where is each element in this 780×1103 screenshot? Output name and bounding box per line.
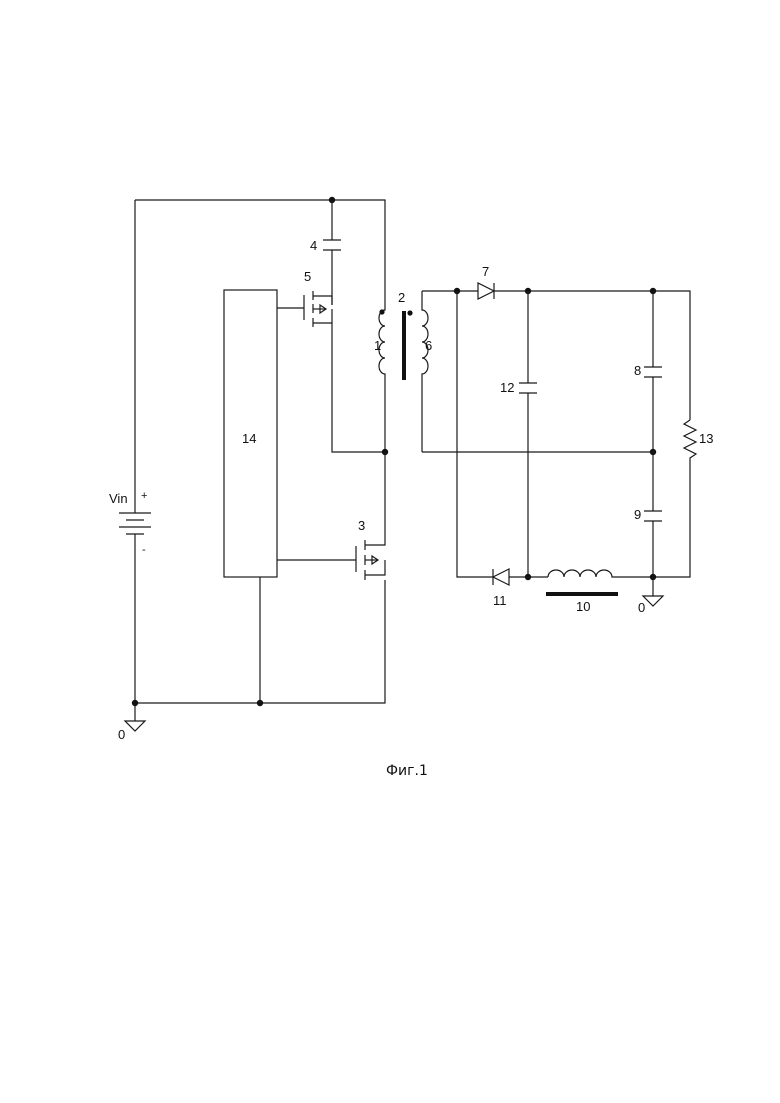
capacitor-4 (323, 240, 341, 250)
ground-left-symbol (125, 703, 145, 731)
label-diode-11: 11 (493, 593, 507, 608)
node-dot (132, 700, 138, 706)
primary-winding-1 (379, 305, 385, 452)
label-winding-1: 1 (374, 338, 381, 353)
winding-dot (379, 309, 384, 314)
diode-11 (493, 569, 509, 585)
label-source-plus: + (141, 490, 147, 502)
figure-caption: Фиг.1 (386, 763, 428, 779)
label-block-14: 14 (242, 431, 256, 446)
label-source-minus: - (142, 544, 146, 556)
label-diode-7: 7 (482, 264, 489, 279)
label-cap-8: 8 (634, 363, 641, 378)
label-resistor-13: 13 (699, 431, 713, 446)
voltage-source-vin (119, 513, 151, 534)
label-mosfet-5: 5 (304, 269, 311, 284)
label-winding-6: 6 (425, 338, 432, 353)
winding-dot (407, 310, 412, 315)
inductor-10 (548, 570, 653, 577)
wire-sec-top (422, 291, 690, 420)
diode-7 (478, 283, 494, 299)
label-cap-9: 9 (634, 507, 641, 522)
secondary-winding-6 (422, 291, 428, 452)
resistor-13 (653, 420, 696, 577)
label-cap-4: 4 (310, 238, 317, 253)
label-inductor-10: 10 (576, 599, 590, 614)
wire-sec-left (457, 291, 493, 577)
label-ground-right: 0 (638, 600, 645, 615)
mosfet-3 (277, 540, 385, 580)
label-ground-left: 0 (118, 727, 125, 742)
label-source-vin: Vin (109, 491, 128, 506)
label-mosfet-3: 3 (358, 518, 365, 533)
label-cap-12: 12 (500, 380, 514, 395)
capacitor-8 (644, 367, 662, 377)
ground-right-symbol (643, 577, 663, 606)
capacitor-9 (644, 511, 662, 521)
capacitor-12 (519, 383, 537, 393)
mosfet-5 (277, 291, 385, 452)
label-transformer-2: 2 (398, 290, 405, 305)
wire-top-rail (135, 200, 385, 305)
